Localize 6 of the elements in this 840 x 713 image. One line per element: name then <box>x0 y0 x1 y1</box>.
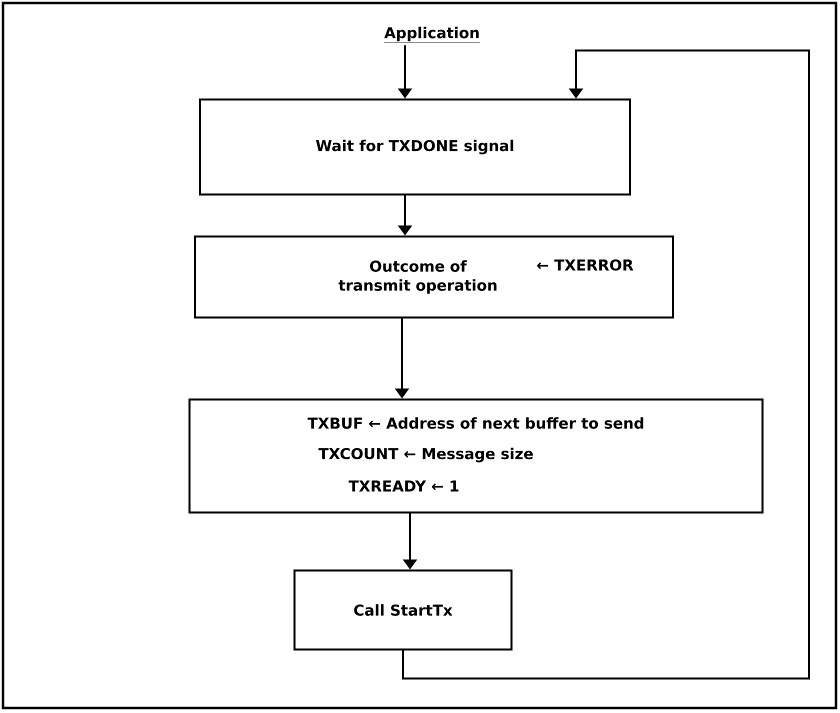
process-box: Call StartTx <box>294 570 512 650</box>
arrow <box>402 50 810 680</box>
process-box: Wait for TXDONE signal <box>199 98 631 196</box>
process-box: Outcome of transmit operation ← TXERROR <box>194 236 674 318</box>
title-text: Application <box>384 26 480 43</box>
process-box: TXBUF ← Address of next buffer to send TXCOUNT ← Message size TXREADY ← 1 <box>188 398 764 514</box>
